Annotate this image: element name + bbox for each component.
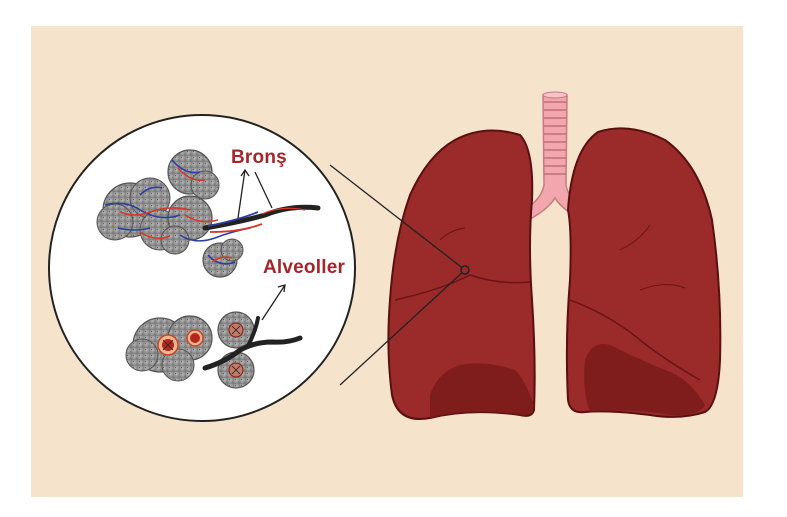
- zoom-lines: [329, 164, 470, 386]
- trachea-icon: [523, 91, 587, 219]
- bronchus-label: Bronş: [231, 147, 287, 168]
- right-lung-icon: [565, 127, 722, 418]
- label-arrows: [237, 168, 286, 321]
- bronchiole-upper-icon: [202, 204, 321, 233]
- alveoli-cluster-lower-icon: [125, 311, 255, 389]
- left-lung-icon: [387, 129, 536, 420]
- alveoli-label: Alveoller: [263, 257, 346, 278]
- alveoli-cluster-upper-icon: [96, 149, 251, 278]
- bronchiole-lower-icon: [202, 316, 303, 371]
